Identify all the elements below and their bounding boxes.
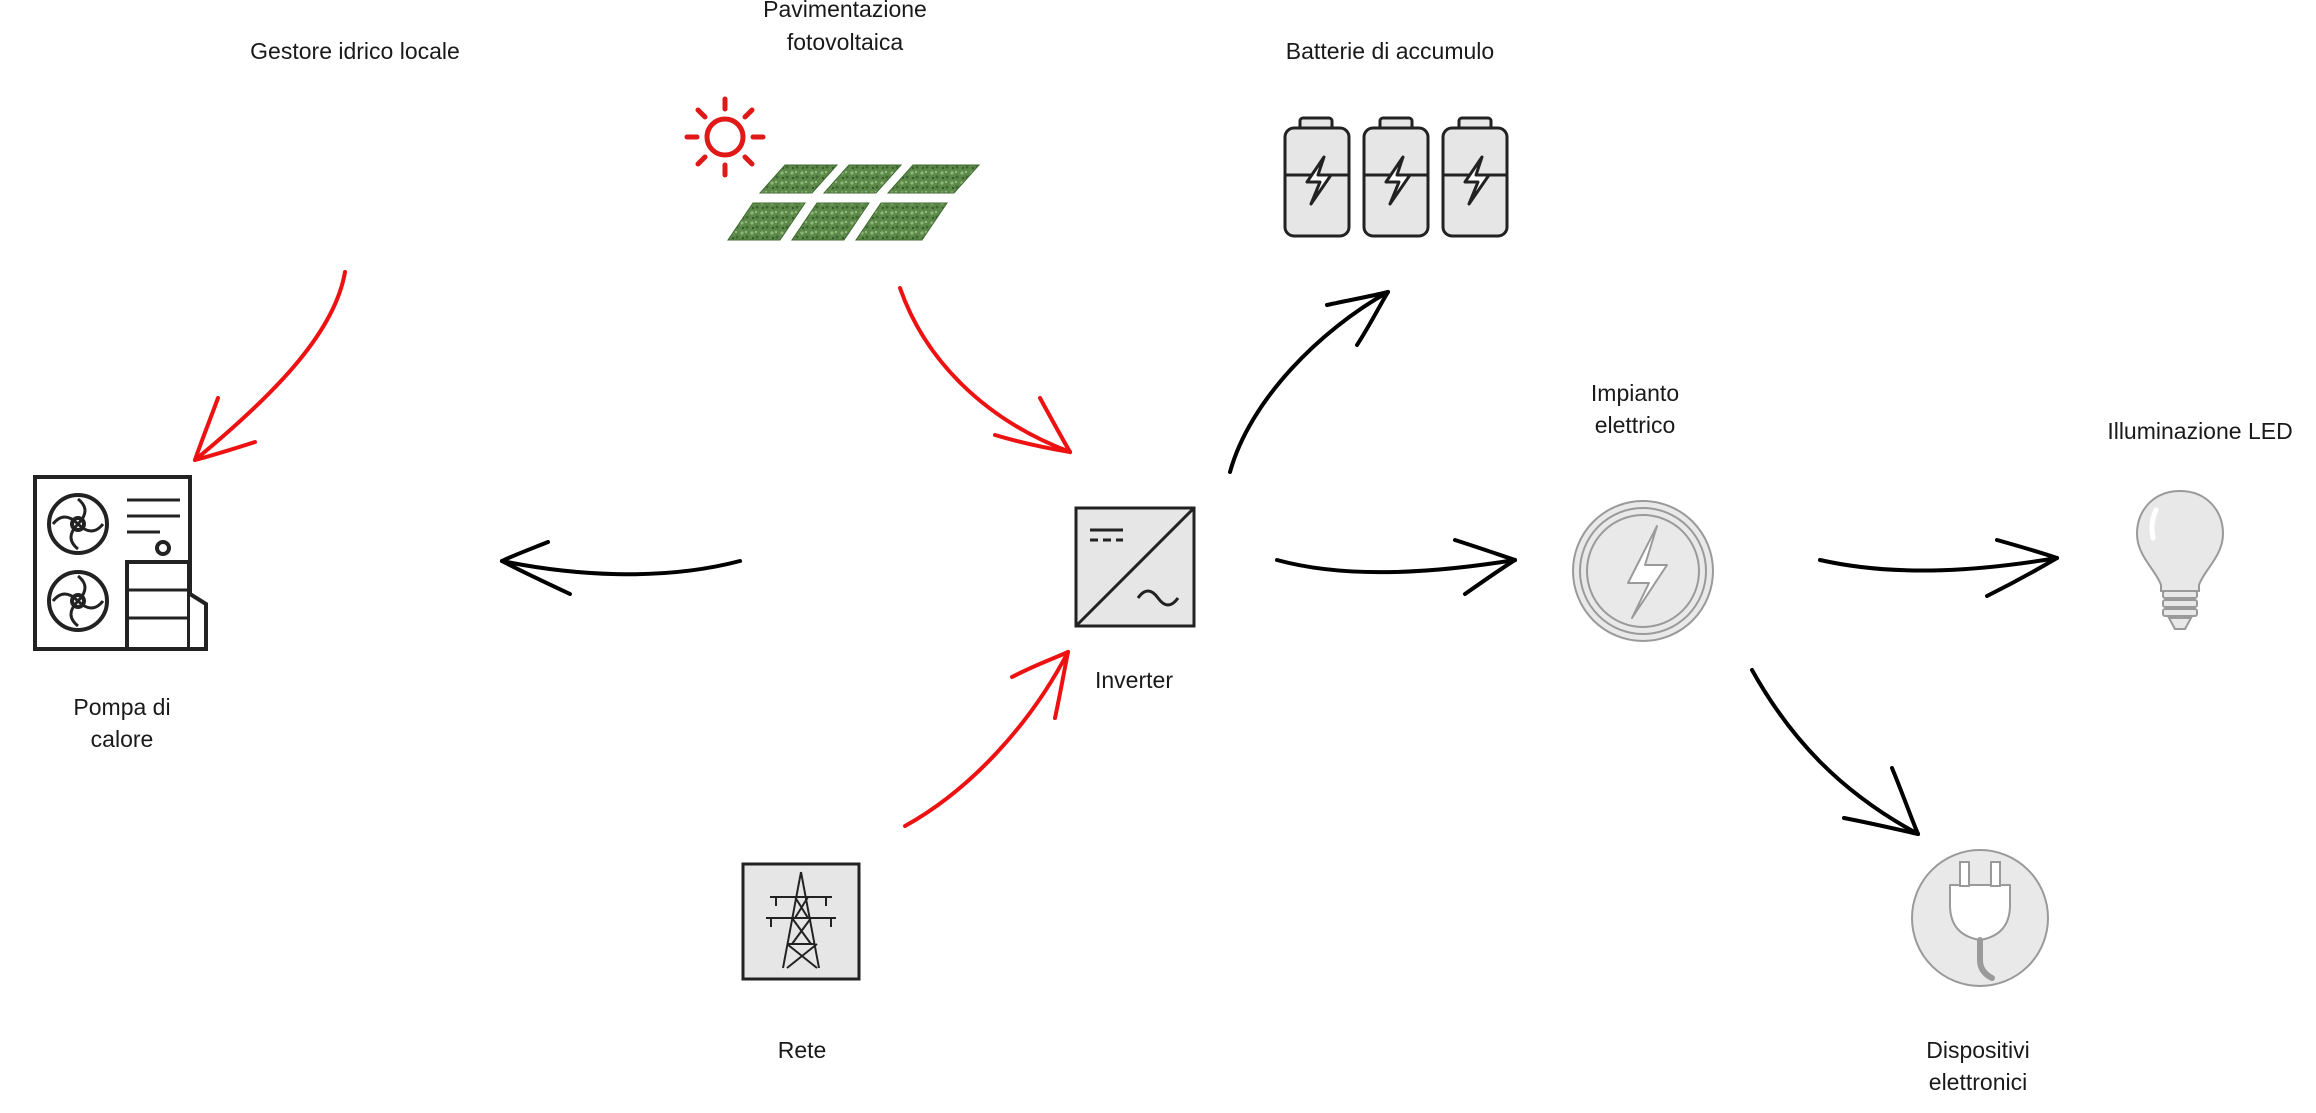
battery-icon — [1283, 116, 1509, 238]
electric-system-icon — [1572, 500, 1714, 642]
flow-arrow-inverter-to-pompa — [500, 540, 742, 596]
label-impianto-line1: Impianto — [1591, 380, 1679, 406]
solar-panel-icon — [727, 164, 981, 241]
flow-arrow-inverter-to-batterie — [1228, 290, 1390, 474]
label-dispositivi-line2: elettronici — [1929, 1069, 2027, 1095]
label-pompa-line2: calore — [91, 726, 154, 752]
label-batterie: Batterie di accumulo — [1286, 38, 1494, 64]
flow-arrow-impianto-to-dispositivi — [1750, 668, 1920, 836]
sun-icon — [684, 96, 766, 178]
flow-arrow-pavimentazione-to-inverter — [898, 286, 1072, 454]
label-illuminazione: Illuminazione LED — [2107, 418, 2292, 444]
label-dispositivi-line1: Dispositivi — [1926, 1037, 2030, 1063]
label-pavimentazione-line1: Pavimentazione — [763, 0, 927, 22]
inverter-icon — [1074, 506, 1196, 628]
plug-icon — [1911, 849, 2049, 987]
label-pompa-line1: Pompa di — [73, 694, 170, 720]
heat-pump-icon — [33, 475, 208, 651]
label-impianto-line2: elettrico — [1595, 412, 1676, 438]
flow-arrow-gestore-to-pompa — [193, 270, 347, 462]
label-pavimentazione-line2: fotovoltaica — [787, 29, 904, 55]
label-inverter: Inverter — [1095, 667, 1173, 693]
flow-arrow-impianto-to-illuminazione — [1818, 538, 2059, 598]
flow-arrow-inverter-to-impianto — [1275, 538, 1517, 596]
flow-arrow-rete-to-inverter — [903, 650, 1070, 828]
label-gestore-idrico: Gestore idrico locale — [250, 38, 460, 64]
label-rete: Rete — [778, 1037, 827, 1063]
power-tower-icon — [741, 862, 861, 981]
led-bulb-icon — [2135, 489, 2225, 630]
